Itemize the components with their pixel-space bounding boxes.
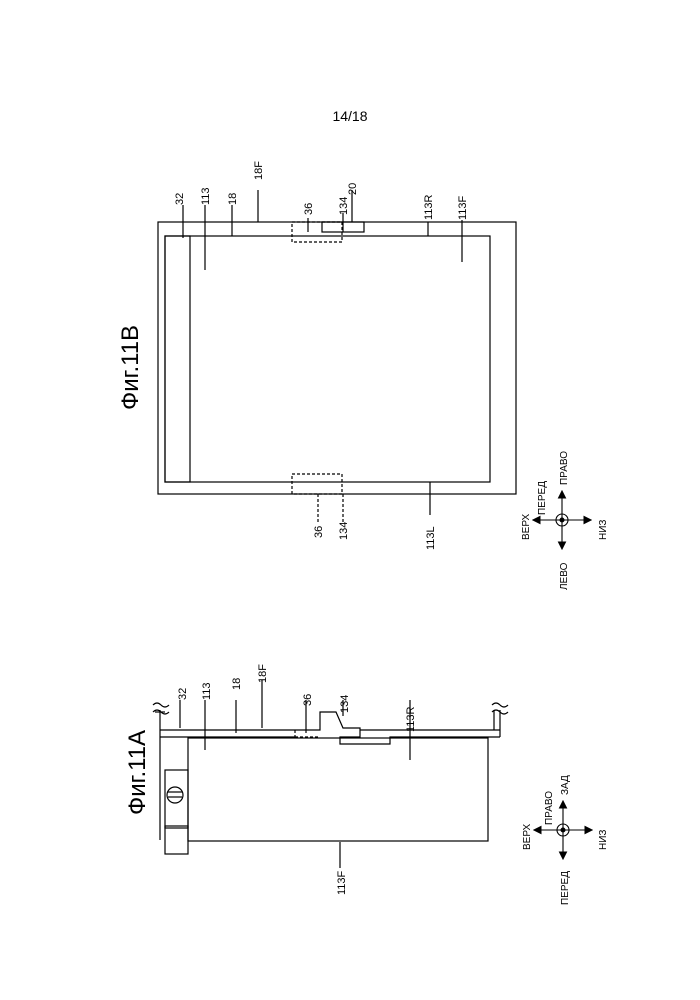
compass-a-right: ЗАД bbox=[560, 775, 571, 795]
compass-b-center: ПЕРЕД bbox=[537, 481, 548, 515]
label-134: 134 bbox=[339, 695, 351, 713]
label-113r: 113R bbox=[405, 706, 417, 732]
cap-32 bbox=[165, 826, 188, 854]
panel-113 bbox=[165, 236, 490, 482]
label-36-top: 36 bbox=[303, 203, 315, 215]
part-32 bbox=[165, 236, 190, 482]
figure-11b-labels: Фиг.11B 32 113 18 18F 36 134 20 113R 113… bbox=[117, 161, 469, 550]
label-113f: 113F bbox=[457, 195, 469, 220]
figure-11b bbox=[158, 190, 516, 522]
compass-a-up: ВЕРХ bbox=[522, 823, 533, 850]
frame-18 bbox=[158, 222, 516, 494]
figure-11a-title: Фиг.11A bbox=[124, 730, 151, 815]
compass-a-down: НИЗ bbox=[598, 830, 609, 850]
label-36-bottom: 36 bbox=[313, 526, 325, 538]
compass-b-right: ПРАВО bbox=[559, 451, 570, 485]
label-113r: 113R bbox=[423, 194, 435, 220]
label-18f: 18F bbox=[253, 161, 265, 180]
part-113f-body bbox=[188, 738, 488, 841]
label-36: 36 bbox=[302, 694, 314, 706]
compass-b-down: НИЗ bbox=[598, 520, 609, 540]
compass-a-left: ПЕРЕД bbox=[560, 871, 571, 905]
label-113f: 113F bbox=[336, 870, 348, 895]
figure-11b-title: Фиг.11B bbox=[117, 325, 144, 410]
label-134-bottom: 134 bbox=[338, 522, 350, 540]
label-32: 32 bbox=[174, 193, 186, 205]
label-32: 32 bbox=[177, 688, 189, 700]
figure-11a bbox=[153, 680, 508, 868]
label-18: 18 bbox=[231, 678, 243, 690]
label-113: 113 bbox=[201, 682, 213, 700]
figure-11a-labels: Фиг.11A 32 113 18 18F 36 134 113R 113F bbox=[124, 664, 417, 895]
label-134-top: 134 bbox=[338, 197, 350, 215]
label-18f: 18F bbox=[257, 664, 269, 683]
latch-134-bottom bbox=[292, 474, 342, 494]
screw-icon bbox=[167, 787, 183, 803]
label-18: 18 bbox=[227, 193, 239, 205]
latch-134 bbox=[295, 712, 500, 744]
compass-b-up: ВЕРХ bbox=[521, 513, 532, 540]
label-113: 113 bbox=[200, 187, 212, 205]
compass-a-labels: ВЕРХ НИЗ ПЕРЕД ЗАД ПРАВО bbox=[522, 775, 609, 905]
compass-a-center: ПРАВО bbox=[544, 791, 555, 825]
label-113l: 113L bbox=[425, 526, 437, 550]
label-20: 20 bbox=[347, 183, 359, 195]
compass-b-left: ЛЕВО bbox=[559, 562, 570, 590]
